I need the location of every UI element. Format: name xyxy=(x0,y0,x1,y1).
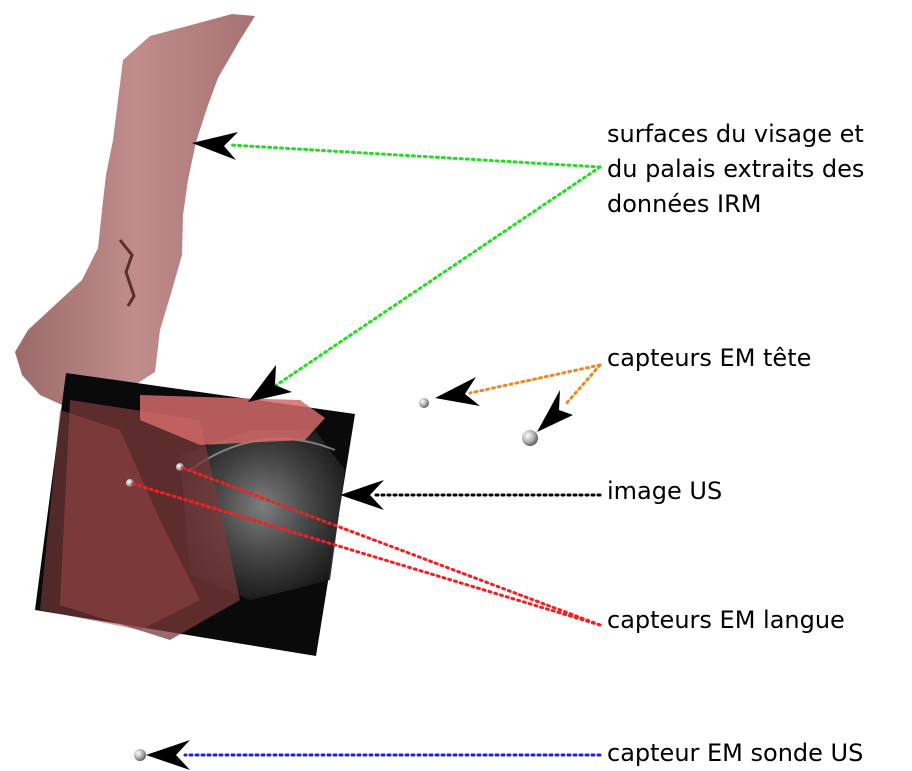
label-face-palate-line-3: données IRM xyxy=(607,187,864,222)
arrowhead-head-1 xyxy=(435,377,480,406)
arrowhead-probe xyxy=(146,740,190,770)
label-tongue-sensors: capteurs EM langue xyxy=(607,603,845,638)
palate-leader-line xyxy=(275,167,600,386)
label-us-image: image US xyxy=(607,474,722,509)
face-leader-line xyxy=(230,145,600,167)
label-face-palate: surfaces du visage et du palais extraits… xyxy=(607,117,864,222)
head-sensor-1 xyxy=(419,398,429,408)
label-face-palate-line-1: surfaces du visage et xyxy=(607,117,864,152)
arrowhead-head-2 xyxy=(537,390,573,432)
label-face-palate-line-2: du palais extraits des xyxy=(607,152,864,187)
face-surface xyxy=(15,14,255,405)
arrowhead-palate xyxy=(248,365,292,402)
head-sensor-2 xyxy=(522,430,538,446)
label-head-sensors: capteurs EM tête xyxy=(607,341,811,376)
arrowhead-face xyxy=(192,132,238,160)
probe-sensor xyxy=(134,749,146,761)
label-probe-sensor: capteur EM sonde US xyxy=(607,736,863,771)
